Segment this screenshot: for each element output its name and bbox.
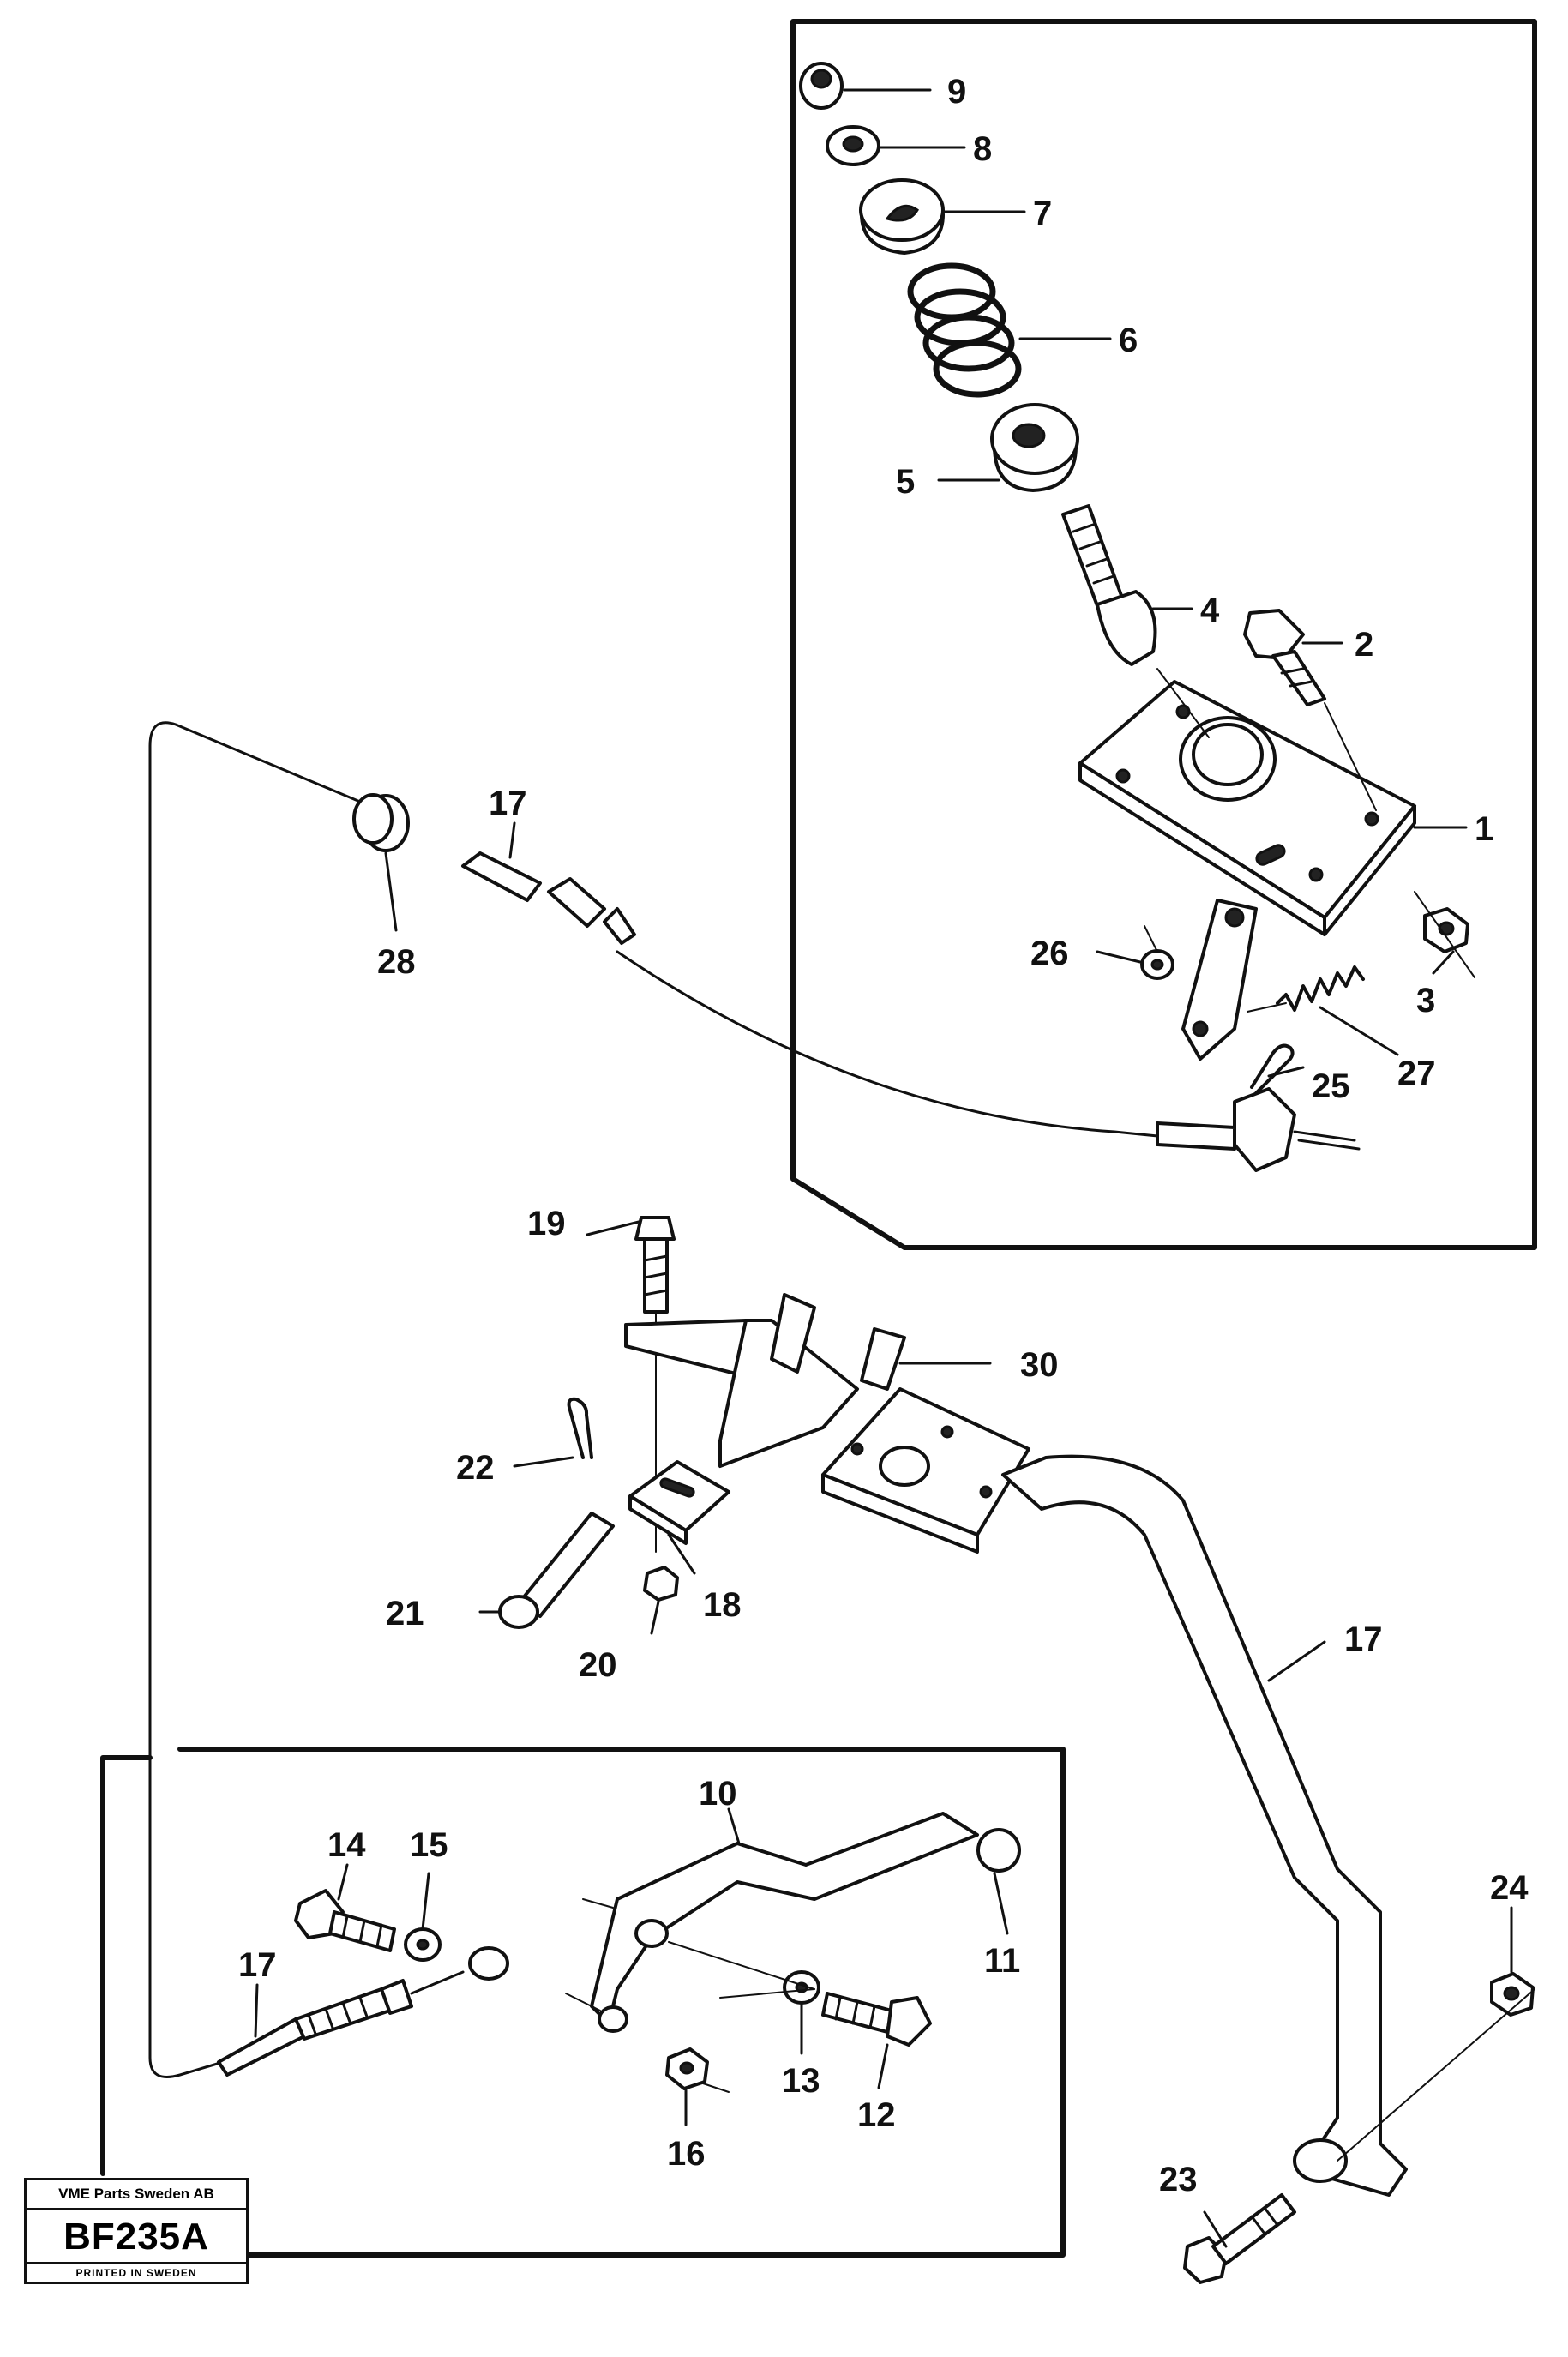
callout-3: 3	[1416, 982, 1435, 1019]
part-19-clamp-plate	[628, 1460, 730, 1545]
leader-lines	[254, 88, 1513, 2248]
part-15-washer	[404, 1927, 442, 1962]
part-7-spring-cap	[859, 178, 945, 255]
callout-7: 7	[1033, 195, 1052, 232]
callout-26: 25	[1312, 1067, 1350, 1105]
part-3-nut	[1423, 907, 1469, 953]
callout-22: 21	[386, 1595, 424, 1632]
callout-6: 6	[1119, 322, 1138, 359]
part-12-bolt	[821, 1992, 932, 2047]
part-21-nut	[643, 1566, 679, 1602]
callout-2: 2	[1355, 626, 1373, 664]
callout-16: 16	[667, 2135, 706, 2173]
callout-15: 15	[410, 1826, 448, 1864]
part-9-nut	[799, 62, 844, 110]
stamp-footer: PRINTED IN SWEDEN	[27, 2262, 246, 2282]
callout-19: 18	[703, 1586, 742, 1624]
part-13-washer	[783, 1970, 820, 2005]
callout-30: 30	[1020, 1346, 1059, 1384]
control-cable-routing	[148, 721, 1202, 2078]
callout-28: 27	[1397, 1055, 1436, 1092]
part-10-lever	[590, 1812, 979, 2033]
cable-end-clevis	[1156, 1087, 1361, 1172]
callout-23: 22	[456, 1449, 495, 1487]
part-17-cable-sleeve-upper	[461, 851, 636, 945]
part-14-bolt	[294, 1889, 396, 1952]
lower-detail-frame	[100, 1747, 1066, 2258]
callout-4: 4	[1200, 592, 1220, 629]
part-11-knob	[976, 1828, 1021, 1873]
part-18-pedal-rod	[1001, 1454, 1408, 2197]
shift-lever-arm	[1181, 899, 1258, 1061]
part-27-washer	[1140, 949, 1174, 980]
part-25-nut	[1490, 1972, 1535, 2017]
part-5-bushing	[990, 403, 1079, 492]
part-29-grommet	[352, 793, 410, 852]
callout-14: 14	[327, 1826, 366, 1864]
callout-24: 23	[1159, 2161, 1198, 2198]
part-22-clevis-pin	[498, 1512, 615, 1629]
part-4-pin	[1061, 504, 1157, 666]
pedal-body	[821, 1387, 1030, 1554]
callout-29: 28	[377, 943, 416, 981]
callout-21: 20	[579, 1646, 617, 1684]
stamp-drawing-code: BF235A	[63, 2216, 209, 2258]
callout-12: 12	[857, 2096, 896, 2134]
callout-17-lower: 17	[238, 1946, 277, 1984]
part-26-cotter-pin	[1250, 1043, 1295, 1095]
part-24-bolt	[1183, 2193, 1296, 2284]
callout-17-upper: 17	[489, 785, 527, 822]
callout-13: 13	[782, 2062, 820, 2100]
upper-detail-frame	[790, 19, 1537, 1250]
callout-9: 9	[947, 73, 966, 111]
callout-25: 24	[1490, 1869, 1529, 1907]
callout-5: 5	[896, 463, 915, 501]
part-2-bolt	[1243, 609, 1326, 706]
callout-18: 17	[1344, 1620, 1383, 1658]
part-1-mounting-plate	[1078, 680, 1416, 936]
drawing-stamp: VME Parts Sweden AB BF235A PRINTED IN SW…	[24, 2178, 249, 2284]
callout-27: 26	[1030, 935, 1069, 972]
assembly-axis-lines	[565, 668, 1535, 2162]
part-16-nut	[665, 2047, 709, 2090]
part-17-cable-sleeve-lower	[217, 1946, 509, 2077]
stamp-company: VME Parts Sweden AB	[27, 2180, 246, 2210]
callout-10: 10	[699, 1775, 737, 1813]
part-28-tension-spring	[1276, 965, 1365, 1012]
part-8-washer	[826, 125, 880, 166]
part-30-bracket	[624, 1293, 906, 1468]
part-23-cotter-pin	[567, 1397, 593, 1459]
callout-20: 19	[527, 1205, 566, 1242]
part-6-spring	[907, 262, 1022, 398]
callout-1: 1	[1475, 810, 1493, 848]
callout-11: 11	[984, 1942, 1020, 1980]
callout-8: 8	[973, 130, 992, 168]
